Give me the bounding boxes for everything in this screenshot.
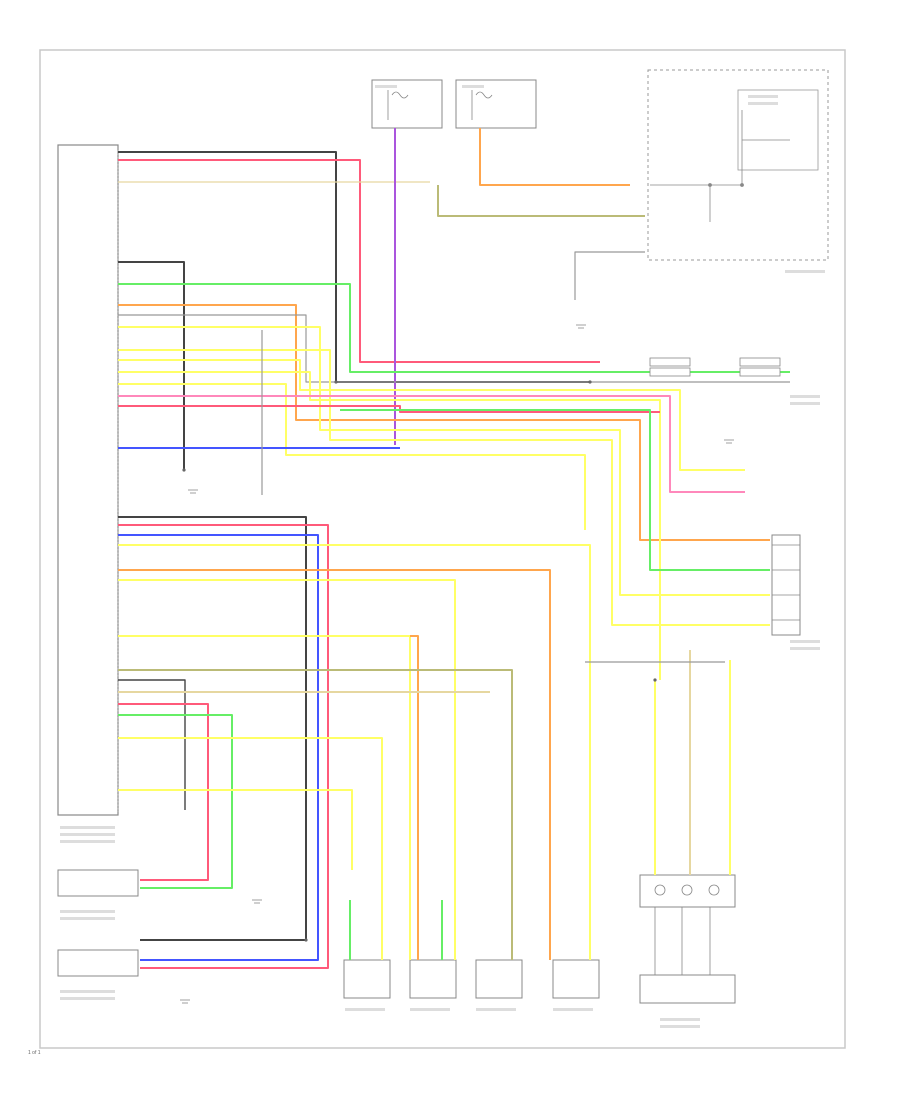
meter-internal <box>650 110 790 222</box>
wire-yellow-low3 <box>118 635 411 960</box>
right-side-airbag <box>343 959 391 999</box>
passenger-airbag-module <box>771 534 801 636</box>
wire-gray-mid <box>118 314 790 383</box>
wire-yellow-mid5 <box>118 383 586 530</box>
wire-pink-mid <box>118 395 745 493</box>
wire-blue-low <box>118 534 319 961</box>
wire-gray-ground <box>574 251 645 300</box>
wire-olive-low <box>118 669 513 960</box>
left-front-sensor <box>57 949 139 977</box>
fuse-box-right <box>455 79 537 129</box>
wire-red-low2 <box>118 703 209 881</box>
splice-points <box>182 380 657 942</box>
wire-yellow-mid1 <box>118 326 770 596</box>
wire-green-low <box>118 714 233 889</box>
wire-red-low <box>118 524 329 969</box>
wire-yellow-low2 <box>118 579 456 960</box>
wire-red-top <box>118 159 600 363</box>
fuse-symbols <box>387 90 493 120</box>
faint-labels <box>60 85 825 1028</box>
wire-yellow-mid3 <box>118 359 745 471</box>
wire-yellow-low1 <box>118 544 591 960</box>
wire-black-mid <box>118 261 185 470</box>
wire-black-low2 <box>118 679 186 810</box>
wire-black-low <box>118 516 307 941</box>
wire-yellow-low5 <box>118 789 353 870</box>
right-front-sensor <box>57 869 139 897</box>
left-side-airbag <box>409 959 457 999</box>
wire-yellow-mid4 <box>118 371 661 680</box>
left-pretensioner <box>552 959 600 999</box>
wire-green-mid <box>118 283 790 373</box>
wire-olive-meter <box>437 185 645 217</box>
wire-green-pass <box>340 409 770 571</box>
wire-black-top <box>118 151 590 383</box>
spiral-cable <box>639 874 736 908</box>
wire-orange-fuse <box>479 128 630 186</box>
footer-code: 1 of 1 <box>28 1050 41 1056</box>
ground-symbols <box>180 324 734 1004</box>
wire-orange-mid <box>118 304 770 541</box>
diagram-frame <box>39 49 846 1049</box>
wire-orange-low1 <box>118 569 551 960</box>
airbag-warning-light <box>737 89 819 171</box>
driver-airbag-module <box>639 974 736 1004</box>
spiral-cable-terminals <box>654 884 720 975</box>
passenger-module-pins <box>772 544 800 621</box>
wire-yellow-mid2 <box>118 349 770 626</box>
wire-yellow-low4 <box>118 737 383 960</box>
wires <box>118 128 790 969</box>
control-module <box>57 144 119 816</box>
right-pretensioner <box>475 959 523 999</box>
fuse-box-left <box>371 79 443 129</box>
wire-orange-low2 <box>410 635 419 960</box>
inline-connector-blocks <box>649 357 781 377</box>
combination-meter <box>647 69 829 261</box>
